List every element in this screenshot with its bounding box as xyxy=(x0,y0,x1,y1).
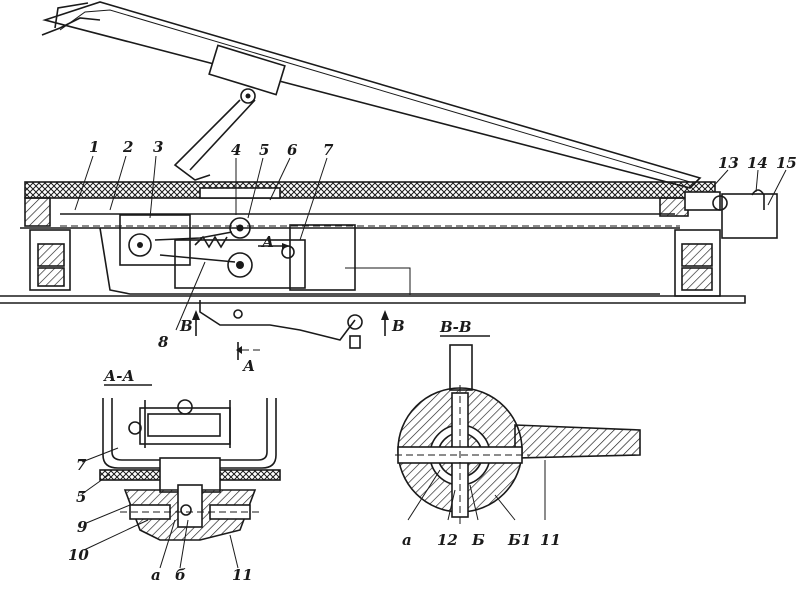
callout-aa-9: 9 xyxy=(77,518,88,536)
callout-8: 8 xyxy=(158,333,169,351)
callout-15: 15 xyxy=(776,154,797,172)
callout-7: 7 xyxy=(323,141,334,159)
section-b-b-title: В-В xyxy=(439,318,472,336)
callout-5: 5 xyxy=(259,141,269,159)
callout-aa-7: 7 xyxy=(76,456,87,474)
cover-plate xyxy=(24,181,716,199)
main-view: В В А А 1 2 3 4 5 6 xyxy=(0,1,797,375)
section-b-b: В-В a 12 Б Б1 11 xyxy=(395,318,641,549)
callout-aa-5: 5 xyxy=(76,488,86,506)
callout-aa-b: б xyxy=(175,566,186,584)
callout-bb-a: a xyxy=(402,531,412,549)
callout-3: 3 xyxy=(153,138,163,156)
callout-4: 4 xyxy=(231,141,241,159)
section-a-a-title: А-А xyxy=(103,367,135,385)
callout-13: 13 xyxy=(718,154,739,172)
callout-bb-11: 11 xyxy=(540,531,561,549)
callout-aa-a: a xyxy=(151,566,161,584)
callout-bb-b-cap: Б xyxy=(471,531,485,549)
section-a-a: А-А 7 5 9 10 a б 11 xyxy=(68,367,281,584)
lock-mechanism xyxy=(119,214,411,349)
callout-1: 1 xyxy=(89,138,99,156)
callout-6: 6 xyxy=(287,141,298,159)
section-mark-b-left: В xyxy=(179,317,193,335)
callout-aa-10: 10 xyxy=(68,546,89,564)
callout-aa-11: 11 xyxy=(232,566,253,584)
section-markers: В В А А xyxy=(179,233,405,375)
callout-bb-12: 12 xyxy=(437,531,458,549)
lifted-lid xyxy=(41,1,702,189)
leader-lines xyxy=(74,155,787,331)
section-mark-a: А xyxy=(242,357,255,375)
callout-2: 2 xyxy=(122,138,133,156)
callout-14: 14 xyxy=(747,154,768,172)
frame-body xyxy=(0,213,746,304)
callout-bb-b1: Б1 xyxy=(507,531,531,549)
section-mark-b-right: В xyxy=(391,317,405,335)
section-arrow-a: А xyxy=(261,233,274,251)
